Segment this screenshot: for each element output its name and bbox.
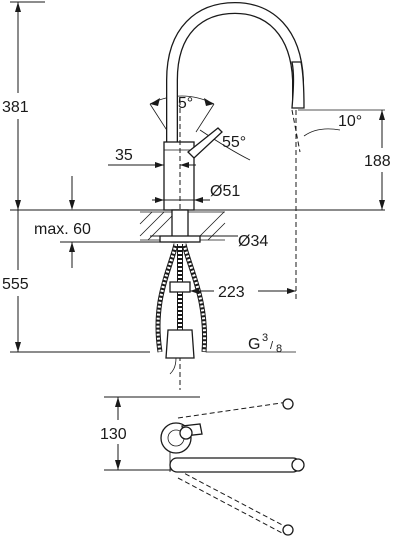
top-view: 130 <box>98 396 305 536</box>
spout-fill <box>167 3 303 198</box>
spout-swing-lower <box>177 469 289 529</box>
spout-height-label: 188 <box>364 153 391 170</box>
label-bg <box>98 420 140 444</box>
mounting-nut <box>159 235 201 243</box>
spray-angle-label: 55° <box>222 134 246 151</box>
hose-left-braid <box>156 243 178 353</box>
arrow-head <box>379 110 385 120</box>
spout-swing-upper-line <box>177 401 289 419</box>
spray-head-top <box>291 458 305 472</box>
arrow-head <box>15 200 21 210</box>
label-bg <box>0 93 40 119</box>
hose-connector <box>169 281 191 293</box>
side-view: 381 555 max. 60 5 <box>0 1 402 390</box>
total-height-label: 381 <box>2 99 29 116</box>
arrow-head <box>190 288 199 294</box>
arrow-head <box>115 460 121 470</box>
thread-slash: / <box>270 340 274 352</box>
thread-denominator: 8 <box>276 343 282 355</box>
arrow-head <box>204 98 214 106</box>
spout-top <box>169 457 301 473</box>
thread-numerator: 3 <box>262 332 268 344</box>
spray-head <box>291 61 305 109</box>
arrow-head <box>180 162 189 168</box>
arrow-head <box>287 288 296 294</box>
arrow-head <box>155 197 164 203</box>
reach-label: 223 <box>218 284 245 301</box>
arrow-head <box>69 242 75 252</box>
label-bg <box>214 280 258 302</box>
label-bg <box>362 148 402 172</box>
handle-lever <box>187 127 223 159</box>
spray-tilt-line <box>291 109 301 153</box>
depth-label: 130 <box>100 426 127 443</box>
arrow-head <box>15 2 21 12</box>
arrow-head <box>150 98 160 106</box>
handle-knob <box>179 426 193 440</box>
arrow-head <box>194 197 203 203</box>
body-offset-label: 35 <box>115 147 133 164</box>
tilt-arc <box>303 128 341 137</box>
hose-right-braid <box>182 243 207 353</box>
swivel-guide <box>149 103 169 133</box>
arrow-head <box>69 200 75 210</box>
arrow-head <box>379 200 385 210</box>
swivel-guide <box>195 103 215 133</box>
spout-tilt-label: 10° <box>338 113 362 130</box>
arrow-head <box>15 342 21 352</box>
thread-label: G <box>248 336 260 353</box>
hose-weight <box>165 329 195 359</box>
max-deck-label: max. 60 <box>34 221 91 238</box>
arrow-head <box>155 162 164 168</box>
spray-arc <box>199 129 251 161</box>
arrow-head <box>115 397 121 407</box>
hose-length-label: 555 <box>2 276 29 293</box>
body-diameter-label: Ø51 <box>210 183 240 200</box>
spray-head-lower <box>282 524 294 536</box>
spray-head-upper <box>282 398 294 410</box>
hose-tail <box>169 357 177 375</box>
spout-swing-lower-2 <box>177 477 285 535</box>
hole-diameter-label: Ø34 <box>238 233 268 250</box>
label-bg <box>0 270 40 296</box>
